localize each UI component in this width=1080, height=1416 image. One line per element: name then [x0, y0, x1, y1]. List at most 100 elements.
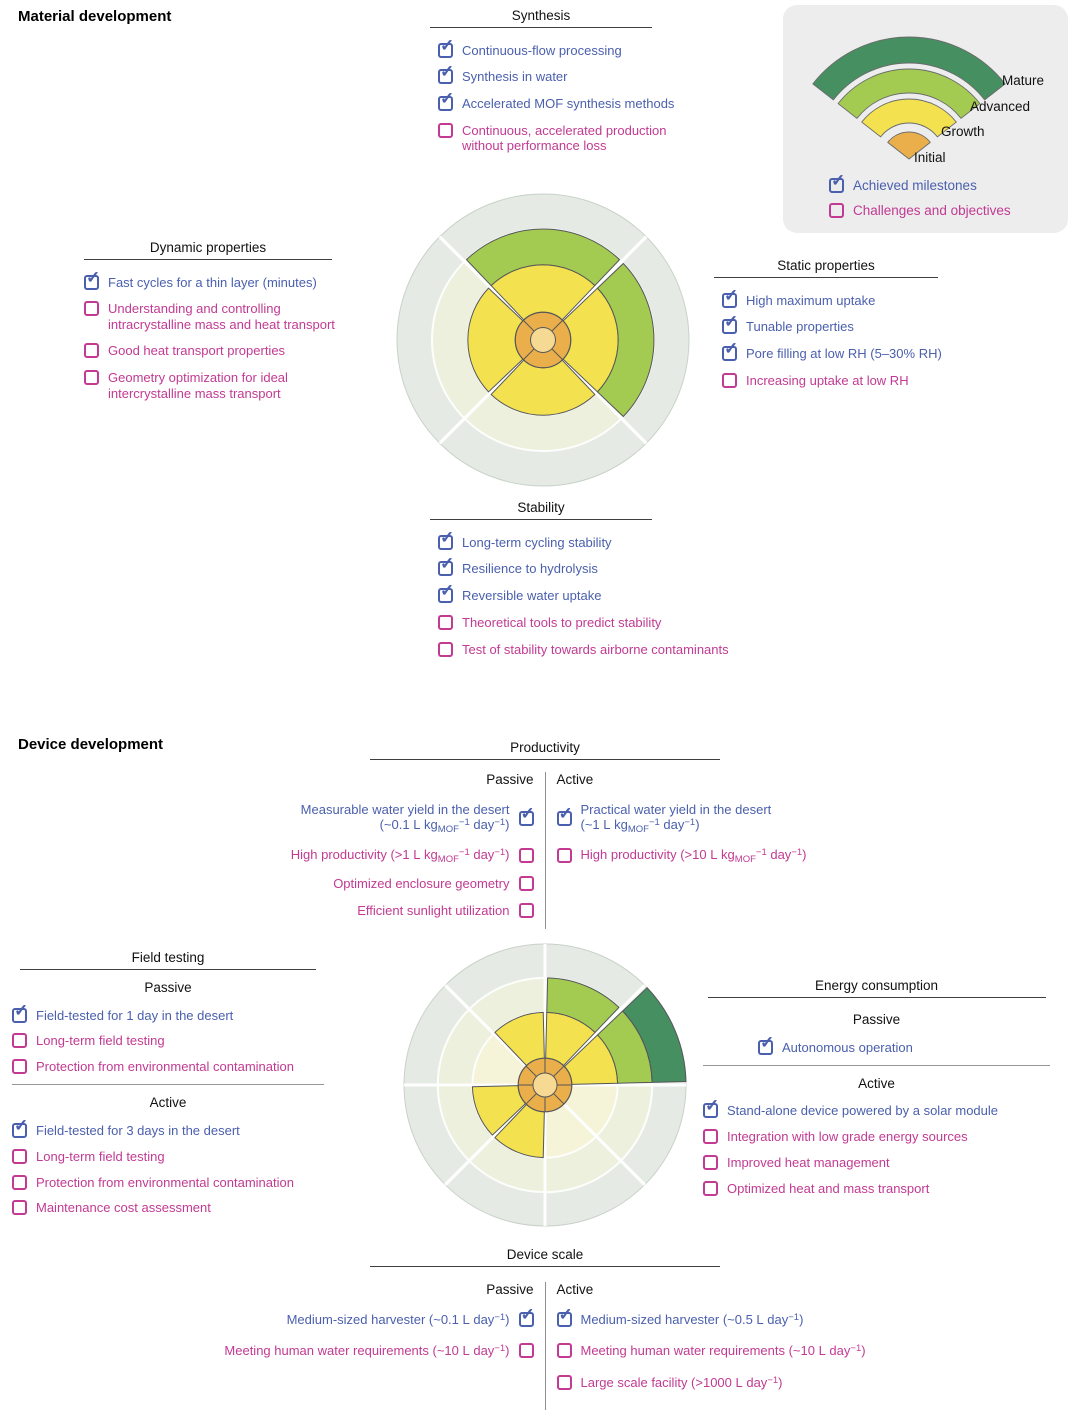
challenge-item: Large scale facility (>1000 L day−1)	[556, 1375, 866, 1391]
item-label: Improved heat management	[727, 1154, 890, 1170]
challenge-item: Geometry optimization for ideal intercry…	[84, 370, 366, 401]
active-subheader: Active	[858, 1075, 895, 1091]
material-maturity-chart	[396, 193, 690, 487]
item-label: Increasing uptake at low RH	[746, 372, 909, 388]
item-label: Medium-sized harvester (~0.5 L day−1)	[580, 1311, 804, 1327]
challenge-item: Protection from environmental contaminat…	[12, 1059, 324, 1075]
item-label: Large scale facility (>1000 L day−1)	[580, 1375, 783, 1391]
item-label: Accelerated MOF synthesis methods	[462, 96, 675, 112]
unchecked-checkbox-icon	[703, 1180, 718, 1196]
item-label: Protection from environmental contaminat…	[36, 1174, 294, 1190]
maturity-band	[465, 228, 621, 287]
checked-checkbox-icon	[722, 339, 738, 362]
item-label: Maintenance cost assessment	[36, 1200, 211, 1216]
item-label: Long-term field testing	[36, 1033, 165, 1049]
unchecked-checkbox-icon	[556, 1343, 572, 1359]
item-label: Continuous, accelerated production witho…	[462, 122, 667, 154]
item-label: Fast cycles for a thin layer (minutes)	[108, 274, 317, 290]
passive-active-divider	[544, 772, 546, 930]
energy-active-checklist: Stand-alone device powered by a solar mo…	[703, 1096, 1050, 1196]
device-development-title: Device development	[18, 736, 164, 753]
device-scale-active-column: Active Medium-sized harvester (~0.5 L da…	[546, 1282, 1080, 1410]
unchecked-checkbox-icon	[703, 1129, 718, 1145]
item-label: Reversible water uptake	[462, 588, 602, 604]
challenge-item: Test of stability towards airborne conta…	[438, 641, 764, 657]
item-label: High productivity (>10 L kgMOF−1 day−1)	[580, 846, 807, 865]
item-label: Understanding and controlling intracryst…	[108, 301, 335, 332]
checked-checkbox-icon	[722, 286, 738, 308]
unchecked-checkbox-icon	[12, 1059, 27, 1075]
checked-checkbox-icon	[556, 1305, 573, 1327]
milestone-item: Continuous-flow processing	[438, 36, 706, 58]
maturity-band	[546, 977, 620, 1034]
unchecked-checkbox-icon	[12, 1033, 27, 1049]
legend-achieved-item: Achieved milestones	[829, 171, 1011, 193]
unchecked-checkbox-icon	[518, 903, 534, 919]
item-label: Autonomous operation	[782, 1039, 913, 1055]
item-label: Theoretical tools to predict stability	[462, 614, 662, 630]
device-scale-group: Passive Medium-sized harvester (~0.1 L d…	[10, 1282, 1080, 1410]
milestone-item: Long-term cycling stability	[438, 528, 764, 550]
level-label-mature: Mature	[1002, 73, 1045, 88]
maturity-legend: Mature Advanced Growth Initial Achieved …	[783, 5, 1068, 233]
legend-achieved-label: Achieved milestones	[853, 177, 977, 193]
group-divider	[12, 1084, 324, 1086]
synthesis-rule	[430, 27, 652, 28]
challenge-item: Long-term field testing	[12, 1148, 324, 1164]
item-label: Good heat transport properties	[108, 343, 286, 359]
field-passive-checklist: Field-tested for 1 day in the desertLong…	[12, 1001, 324, 1075]
item-label: Tunable properties	[746, 319, 854, 335]
dynamic-properties-checklist: Fast cycles for a thin layer (minutes) Un…	[84, 268, 366, 401]
challenge-item: Meeting human water requirements (~10 L …	[556, 1343, 866, 1359]
level-label-initial: Initial	[914, 150, 946, 165]
item-label: Optimized heat and mass transport	[727, 1180, 930, 1196]
passive-subheader: Passive	[486, 772, 534, 787]
unchecked-checkbox-icon	[84, 343, 99, 359]
energy-consumption-group: Energy consumption Passive Autonomous op…	[703, 978, 1050, 1206]
checked-checkbox-icon	[518, 1305, 535, 1327]
milestone-item: Autonomous operation	[758, 1033, 1050, 1055]
challenge-item: Continuous, accelerated production witho…	[438, 122, 706, 153]
static-properties-group: Static properties High maximum uptakeTun…	[714, 258, 1006, 399]
unchecked-checkbox-icon	[12, 1200, 27, 1216]
item-label: Long-term cycling stability	[462, 534, 612, 550]
challenge-item: Long-term field testing	[12, 1033, 324, 1049]
unchecked-checkbox-icon	[703, 1154, 718, 1170]
checked-checkbox-icon	[722, 312, 738, 335]
milestone-item: Medium-sized harvester (~0.1 L day−1)	[286, 1305, 535, 1327]
item-label: Medium-sized harvester (~0.1 L day−1)	[286, 1311, 510, 1327]
productivity-rule	[370, 759, 720, 760]
legend-challenges-label: Challenges and objectives	[853, 202, 1011, 218]
dynamic-properties-group: Dynamic properties Fast cycles for a thi…	[84, 240, 366, 412]
milestone-item: Accelerated MOF synthesis methods	[438, 89, 706, 112]
checked-checkbox-icon	[12, 1116, 28, 1138]
milestone-item: Stand-alone device powered by a solar mo…	[703, 1096, 1050, 1119]
stability-group: Stability Long-term cycling stabilityRes…	[430, 500, 764, 668]
item-label: High productivity (>1 L kgMOF−1 day−1)	[290, 846, 510, 865]
unchecked-checkbox-icon	[829, 202, 844, 218]
productivity-passive-column: Passive Measurable water yield in the de…	[10, 772, 545, 929]
item-label: Field-tested for 1 day in the desert	[36, 1007, 234, 1023]
item-label: Field-tested for 3 days in the desert	[36, 1122, 240, 1138]
active-subheader: Active	[556, 772, 594, 787]
synthesis-group: Synthesis Continuous-flow processingSynt…	[430, 8, 730, 165]
checked-checkbox-icon	[556, 804, 573, 826]
item-label: Measurable water yield in the desert (~0…	[300, 801, 510, 835]
challenge-item: Meeting human water requirements (~10 L …	[224, 1343, 534, 1359]
unchecked-checkbox-icon	[518, 876, 534, 892]
productivity-group: Passive Measurable water yield in the de…	[10, 772, 1080, 930]
item-label: Stand-alone device powered by a solar mo…	[727, 1103, 999, 1119]
milestone-item: High maximum uptake	[722, 286, 1006, 308]
dynamic-properties-rule	[84, 259, 332, 260]
static-properties-header: Static properties	[777, 258, 875, 273]
checked-checkbox-icon	[518, 804, 535, 826]
item-label: Test of stability towards airborne conta…	[462, 641, 729, 657]
item-label: Optimized enclosure geometry	[333, 876, 510, 892]
device-scale-passive-checklist: Medium-sized harvester (~0.1 L day−1) Mee…	[224, 1305, 535, 1375]
checked-checkbox-icon	[438, 581, 454, 604]
milestone-item: Synthesis in water	[438, 62, 706, 85]
field-testing-rule	[20, 969, 316, 970]
device-scale-passive-column: Passive Medium-sized harvester (~0.1 L d…	[10, 1282, 545, 1410]
item-label: Synthesis in water	[462, 69, 568, 85]
challenge-item: High productivity (>1 L kgMOF−1 day−1)	[291, 846, 534, 865]
